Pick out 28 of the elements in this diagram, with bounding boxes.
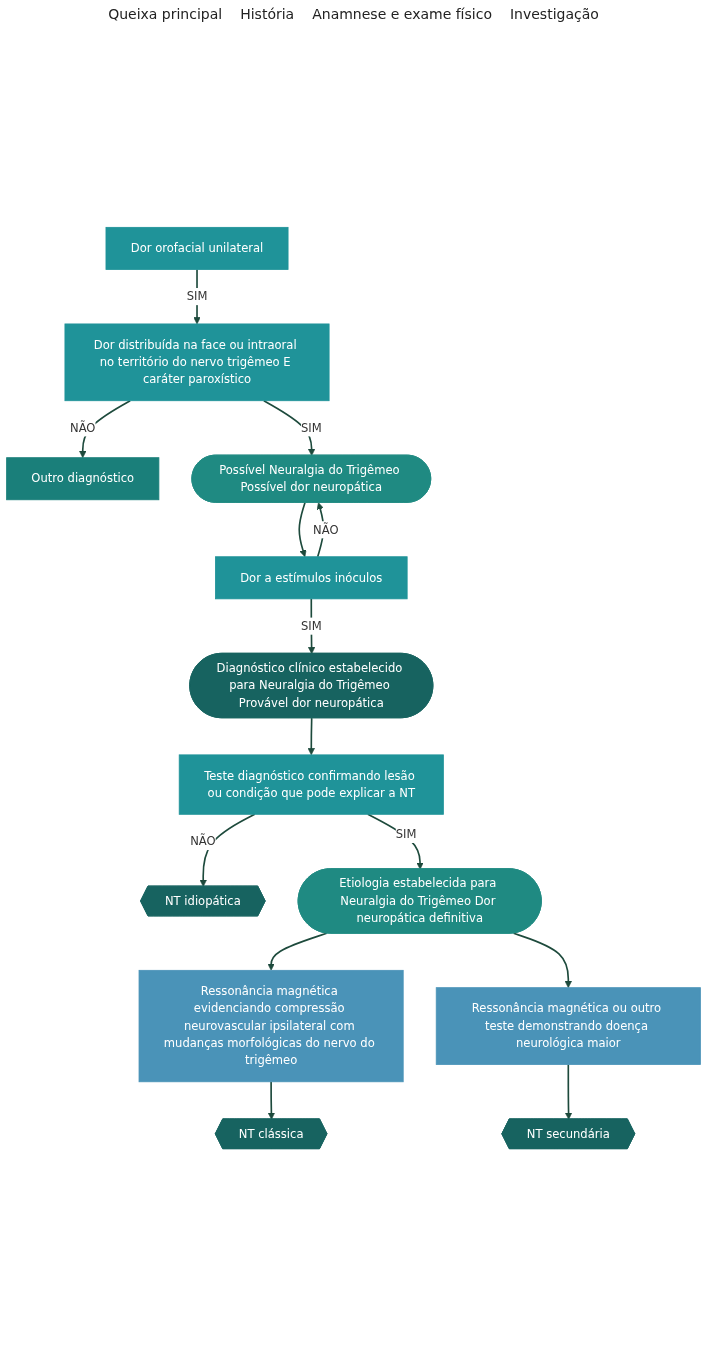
stage-label: História xyxy=(240,6,295,22)
stage-label: Anamnese e exame físico xyxy=(312,6,492,22)
node-box: Dor a estímulos inóculos xyxy=(215,556,408,600)
edge-label: NÃO xyxy=(313,522,339,536)
node-box: Dor orofacial unilateral xyxy=(105,226,289,270)
arrow xyxy=(193,268,201,325)
edge-label: SIM xyxy=(186,289,208,303)
edge-label: NÃO xyxy=(70,420,96,435)
node-box: Outro diagnóstico xyxy=(6,457,160,501)
arrow xyxy=(512,932,572,988)
node-box: Dor distribuída na face ou intraoral no território do nervo trigêmeo E caráter paroxístico xyxy=(64,323,330,402)
arrow xyxy=(298,501,307,558)
arrow xyxy=(263,399,316,456)
stage-label: Queixa principal xyxy=(108,6,223,22)
node-box: Teste diagnóstico confirmando lesão ou condição que pode explicar a NT xyxy=(178,754,444,815)
arrow xyxy=(267,1080,275,1120)
node-box: Ressonância magnética evidenciando compressão neurovascular ipsilateral com mudanças morfológicas do nervo do trigêmeo xyxy=(138,969,404,1083)
edge-label: SIM xyxy=(300,420,322,435)
arrow xyxy=(267,932,328,971)
arrow xyxy=(367,813,424,870)
edge-label: NÃO xyxy=(190,834,216,848)
arrow xyxy=(307,598,316,655)
arrow xyxy=(564,1063,573,1120)
stage-label: Investigação xyxy=(509,6,599,22)
node-box: Ressonância magnética ou outro teste demonstrando doença neurológica maior xyxy=(435,987,701,1065)
edge-label: SIM xyxy=(395,827,417,841)
arrow xyxy=(307,717,315,756)
edge-label: SIM xyxy=(300,619,322,633)
